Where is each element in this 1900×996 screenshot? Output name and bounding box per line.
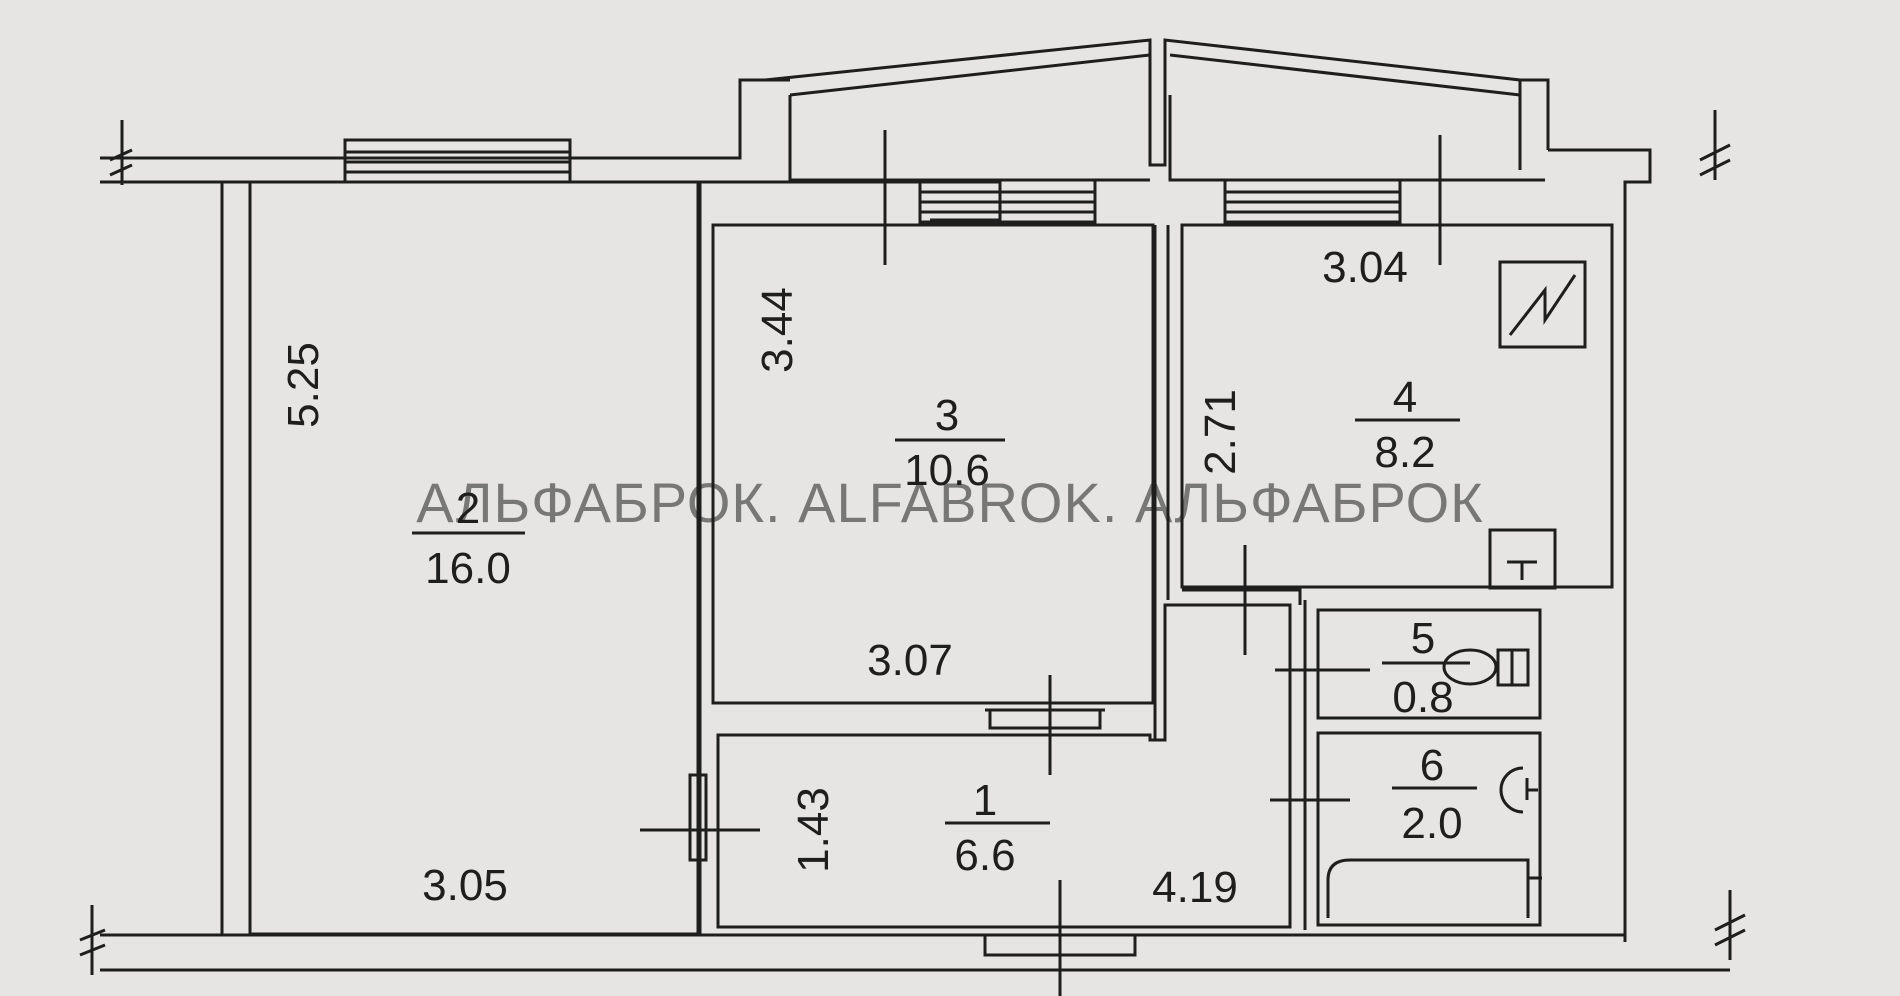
room-6-number: 6 [1420, 741, 1444, 790]
dimension-labels: 5.25 3.05 3.44 3.07 3.04 2.71 1.43 4.19 [279, 243, 1408, 912]
walls [79, 38, 1746, 975]
room-4-height-dimension: 2.71 [1196, 389, 1245, 475]
area-fraction-lines [412, 418, 1477, 825]
room-labels: 2 16.0 3 10.6 4 8.2 1 6.6 5 0.8 6 2.0 [425, 373, 1462, 880]
room-6-area: 2.0 [1401, 799, 1462, 848]
room-4-area: 8.2 [1374, 428, 1435, 477]
room-2-width-dimension: 3.05 [422, 861, 508, 910]
sink-icon [1488, 528, 1557, 590]
room-2-number: 2 [456, 484, 480, 533]
room-3-number: 3 [935, 391, 959, 440]
stove-icon [1498, 260, 1587, 349]
room-2-height-dimension: 5.25 [279, 342, 328, 428]
doors [640, 130, 1442, 996]
room-3-width-dimension: 3.07 [867, 636, 953, 685]
bathtub-icon [1326, 858, 1542, 918]
room-2-area: 16.0 [425, 544, 511, 593]
hall-width-dimension: 4.19 [1152, 863, 1238, 912]
watermark: АЛЬФАБРОК. ALFABROK. АЛЬФАБРОК [416, 471, 1484, 534]
windows [343, 138, 1402, 224]
washbasin-icon [1499, 766, 1538, 814]
room-5-area: 0.8 [1392, 673, 1453, 722]
room-1-number: 1 [973, 776, 997, 825]
room-4-width-dimension: 3.04 [1322, 243, 1408, 292]
room-4-number: 4 [1393, 373, 1417, 422]
room-5-number: 5 [1411, 614, 1435, 663]
hall-height-dimension: 1.43 [789, 787, 838, 873]
fixtures [1326, 260, 1587, 918]
room-3-height-dimension: 3.44 [753, 287, 802, 373]
room-3-area: 10.6 [904, 446, 990, 495]
toilet-icon [1442, 648, 1530, 687]
room-1-area: 6.6 [954, 831, 1015, 880]
